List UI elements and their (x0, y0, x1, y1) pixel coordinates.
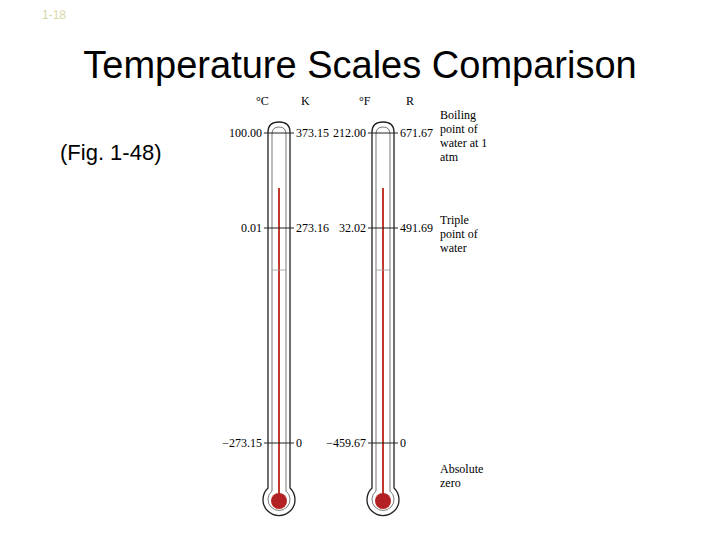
scale-value: 0 (400, 436, 406, 450)
scale-value: −273.15 (222, 436, 262, 450)
point-description: Boiling point of water at 1 atm (440, 108, 502, 164)
scale-header: °C (256, 94, 269, 108)
scale-value: 212.00 (333, 126, 366, 140)
scale-header: K (301, 94, 310, 108)
scale-header: R (406, 94, 414, 108)
scale-value: 671.67 (400, 126, 433, 140)
scale-value: 373.15 (296, 126, 329, 140)
slide-number: 1-18 (42, 8, 66, 22)
scale-value: −459.67 (326, 436, 366, 450)
scale-value: 491.69 (400, 221, 433, 235)
figure-reference: (Fig. 1-48) (60, 140, 161, 165)
fahrenheit-rankine-thermometer (367, 122, 399, 516)
celsius-kelvin-thermometer (263, 122, 295, 516)
scale-value: 100.00 (229, 126, 262, 140)
scale-value: 273.16 (296, 221, 329, 235)
point-description: Absolute zero (440, 462, 496, 490)
slide-title: Temperature Scales Comparison (0, 44, 720, 87)
point-description: Triple point of water (440, 213, 490, 255)
scale-value: 0 (296, 436, 302, 450)
scale-value: 32.02 (339, 221, 366, 235)
scale-header: °F (359, 94, 370, 108)
scale-value: 0.01 (241, 221, 262, 235)
